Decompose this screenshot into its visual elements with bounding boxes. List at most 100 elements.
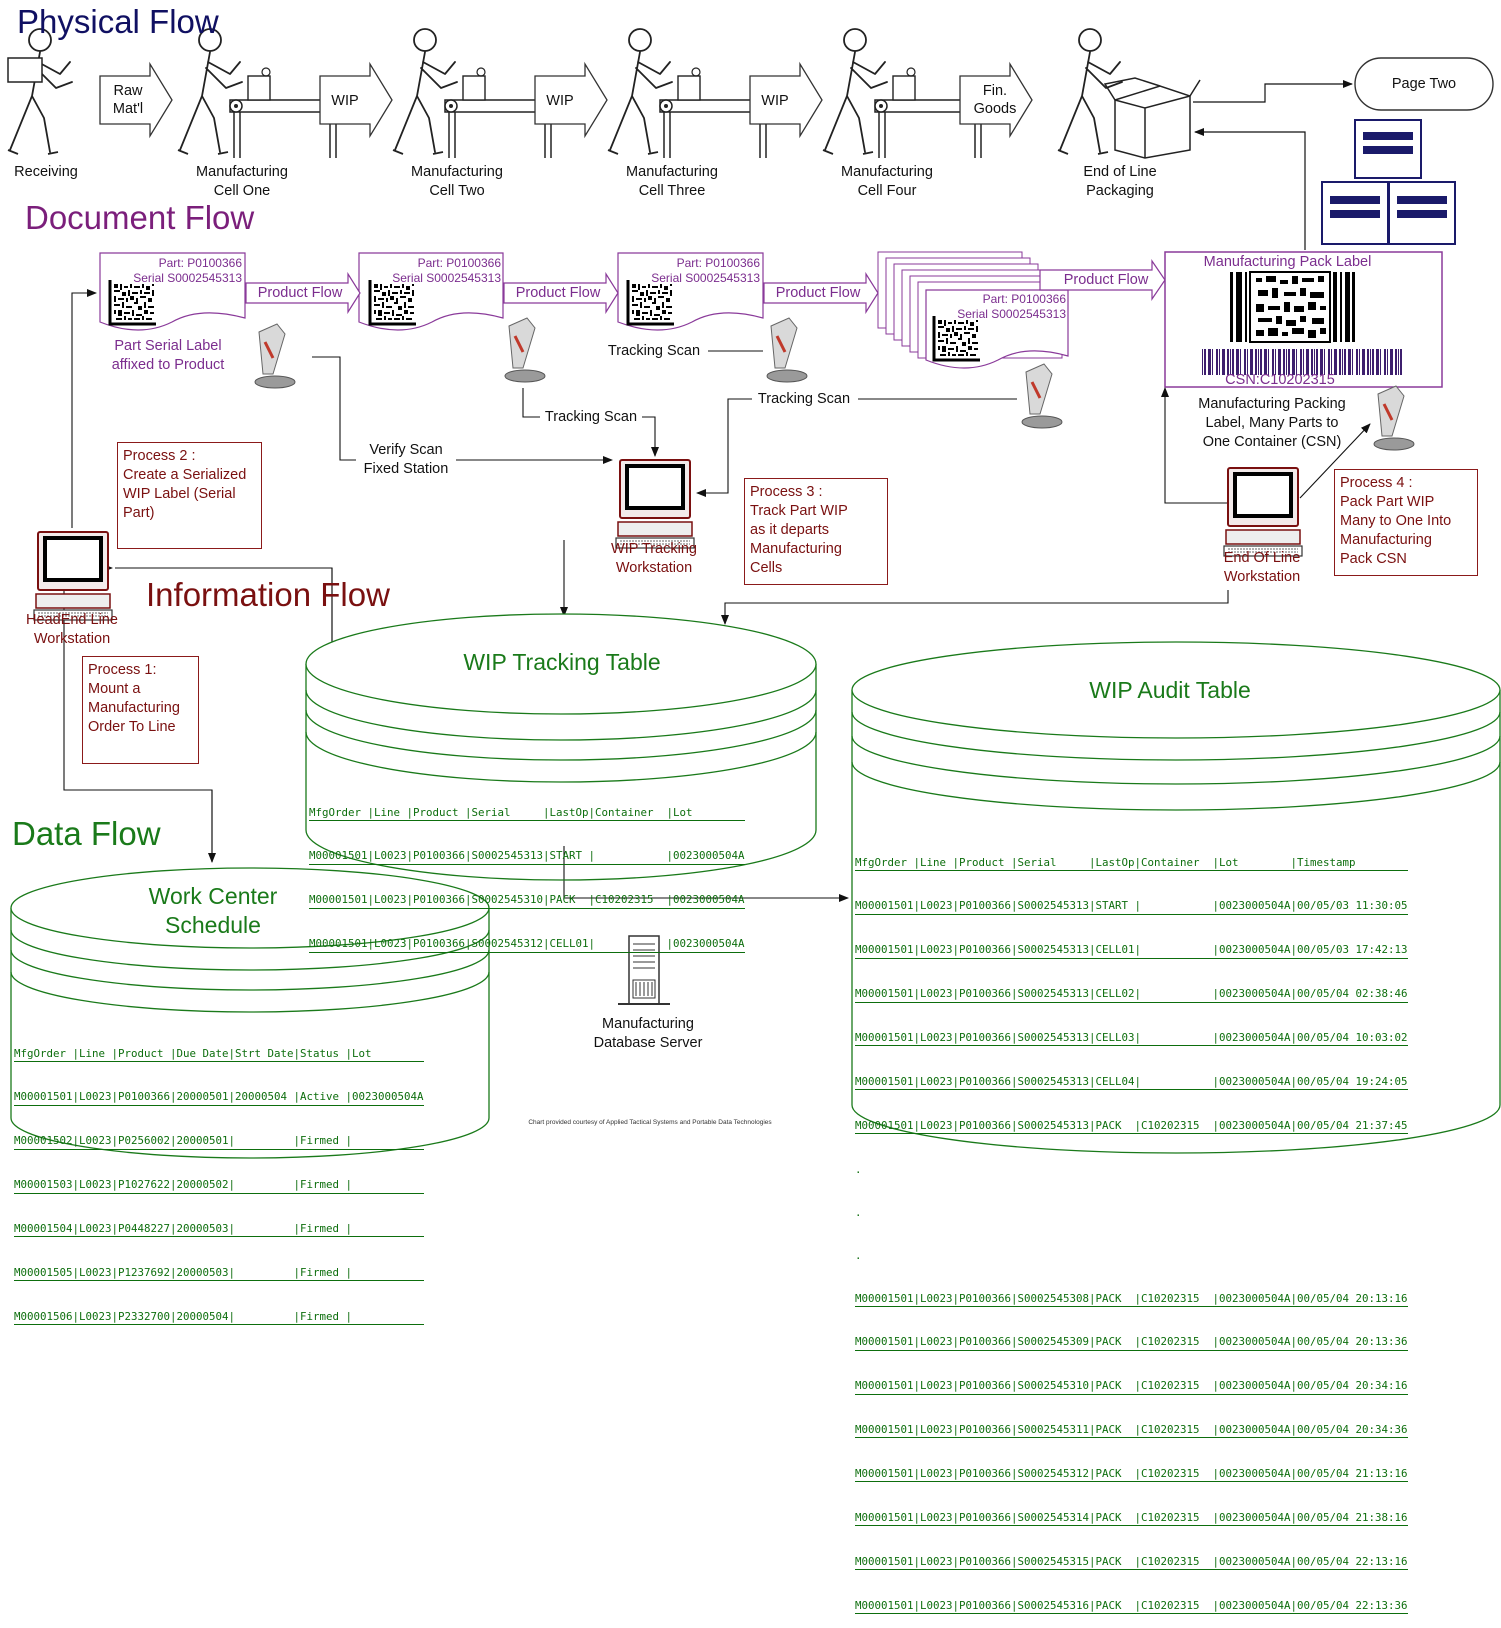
label-stack-part: Part: P0100366: [982, 292, 1066, 306]
barcode-bar: [1204, 349, 1206, 375]
barcode-bar: [1370, 349, 1371, 375]
table-row: M00001505|L0023|P1237692|20000503| |Firm…: [14, 1266, 424, 1282]
wip-tracking-workstation-icon: [614, 458, 696, 550]
table-header: MfgOrder |Line |Product |Serial |LastOp|…: [309, 806, 745, 821]
headend-workstation-icon: [32, 530, 114, 622]
label-3-part: Part: P0100366: [676, 256, 760, 270]
barcode-bar: [1324, 349, 1325, 375]
scanner-icon-1: [253, 322, 297, 390]
barcode-bar: [1230, 349, 1231, 375]
pack-label-title: Manufacturing Pack Label: [1203, 254, 1372, 270]
work-center-cylinder: [10, 867, 490, 1159]
barcode-bar: [1328, 349, 1330, 375]
wip-tracking-table: MfgOrder |Line |Product |Serial |LastOp|…: [309, 777, 745, 967]
cell-three-icon: [607, 28, 771, 159]
table-row: M00001501|L0023|P0100366|S0002545313|CEL…: [855, 1075, 1408, 1091]
barcode-bar: [1247, 349, 1248, 375]
label-3-serial: Serial S0002545313: [651, 271, 760, 285]
process-1-box: Process 1: Mount a Manufacturing Order T…: [82, 656, 199, 764]
barcode-bar: [1316, 349, 1318, 375]
barcode-bar: [1244, 349, 1246, 375]
barcode-bar: [1278, 349, 1281, 375]
scanner-icon-2: [503, 316, 547, 384]
product-flow-label-2: Product Flow: [515, 285, 601, 301]
table-header: MfgOrder |Line |Product |Due Date|Strt D…: [14, 1047, 424, 1062]
wip-arrow-2-label: WIP: [546, 93, 574, 109]
table-row: M00001501|L0023|P0100366|S0002545315|PAC…: [855, 1555, 1408, 1571]
barcode-bar: [1272, 349, 1274, 375]
table-row: M00001501|L0023|P0100366|S0002545312|CEL…: [309, 937, 745, 953]
barcode-bar: [1255, 349, 1257, 375]
barcode-bar: [1380, 349, 1381, 375]
table-row: M00001501|L0023|P0100366|S0002545313|STA…: [855, 899, 1408, 915]
barcode-bar: [1395, 349, 1397, 375]
process-3-box: Process 3 : Track Part WIP as it departs…: [744, 478, 888, 585]
barcode-bar: [1264, 349, 1267, 375]
label-1-serial: Serial S0002545313: [133, 271, 242, 285]
scanner-icon-3: [765, 316, 809, 384]
barcode-bar: [1314, 349, 1315, 375]
barcode-bar: [1356, 349, 1358, 375]
barcode-bar: [1232, 349, 1234, 375]
table-row: M00001502|L0023|P0256002|20000501| |Firm…: [14, 1134, 424, 1150]
table-row: M00001506|L0023|P2332700|20000504| |Firm…: [14, 1310, 424, 1326]
serial-label-3: [617, 252, 764, 331]
serial-label-stack: [877, 251, 1069, 369]
barcode-bar: [1212, 349, 1213, 375]
serial-label-2: [358, 252, 504, 331]
barcode-bar: [1359, 349, 1360, 375]
tracking-scan-label-1: Tracking Scan: [607, 343, 701, 359]
table-row: M00001501|L0023|P0100366|S0002545313|STA…: [309, 849, 745, 865]
data-flow-heading: Data Flow: [12, 815, 161, 852]
page-two-label[interactable]: Page Two: [1391, 76, 1457, 92]
barcode-bar: [1400, 349, 1402, 375]
barcode-bar: [1300, 349, 1302, 375]
physical-flow-heading: Physical Flow: [17, 3, 219, 40]
barcode-bar: [1306, 349, 1309, 375]
wip-tracking-table-title: WIP Tracking Table: [463, 649, 661, 675]
wip-tracking-cylinder: [305, 613, 817, 881]
barcode-bar: [1372, 349, 1374, 375]
ellipsis-row: .: [855, 1162, 862, 1176]
barcode-bar: [1283, 349, 1285, 375]
station-receiving-label: Receiving: [14, 164, 78, 180]
page-two-terminator: [1354, 57, 1494, 111]
pack-label-csn: CSN:C10202315: [1225, 372, 1335, 388]
table-row: M00001504|L0023|P0448227|20000503| |Firm…: [14, 1222, 424, 1238]
eol-workstation-icon: [1222, 466, 1304, 558]
barcode-bar: [1331, 349, 1332, 375]
finished-goods-arrow-label: Fin.Goods: [973, 83, 1017, 117]
information-flow-heading: Information Flow: [146, 576, 390, 613]
cell-one-icon: [177, 28, 341, 159]
process-4-box: Process 4 : Pack Part WIP Many to One In…: [1334, 469, 1478, 576]
serial-label-1: [99, 252, 246, 331]
barcode-bar: [1202, 349, 1203, 375]
barcode-bar: [1320, 349, 1323, 375]
barcode-bar: [1227, 349, 1229, 375]
barcode-bar: [1352, 349, 1353, 375]
barcode-bar: [1268, 349, 1269, 375]
table-header: MfgOrder |Line |Product |Serial |LastOp|…: [855, 856, 1408, 871]
barcode-bar: [1342, 349, 1343, 375]
barcode-bar: [1362, 349, 1365, 375]
barcode-bar: [1398, 349, 1399, 375]
table-row: M00001501|L0023|P0100366|S0002545316|PAC…: [855, 1599, 1408, 1615]
barcode-bar: [1216, 349, 1218, 375]
tracking-scan-label-3: Tracking Scan: [757, 391, 851, 407]
barcode-bar: [1236, 349, 1239, 375]
table-row: M00001501|L0023|P0100366|S0002545311|PAC…: [855, 1423, 1408, 1439]
barcode-bar: [1288, 349, 1290, 375]
ellipsis-row: .: [855, 1248, 862, 1262]
wip-arrow-1-label: WIP: [331, 93, 359, 109]
barcode-bar: [1219, 349, 1220, 375]
barcode-bar: [1384, 349, 1386, 375]
barcode-bar: [1260, 349, 1262, 375]
